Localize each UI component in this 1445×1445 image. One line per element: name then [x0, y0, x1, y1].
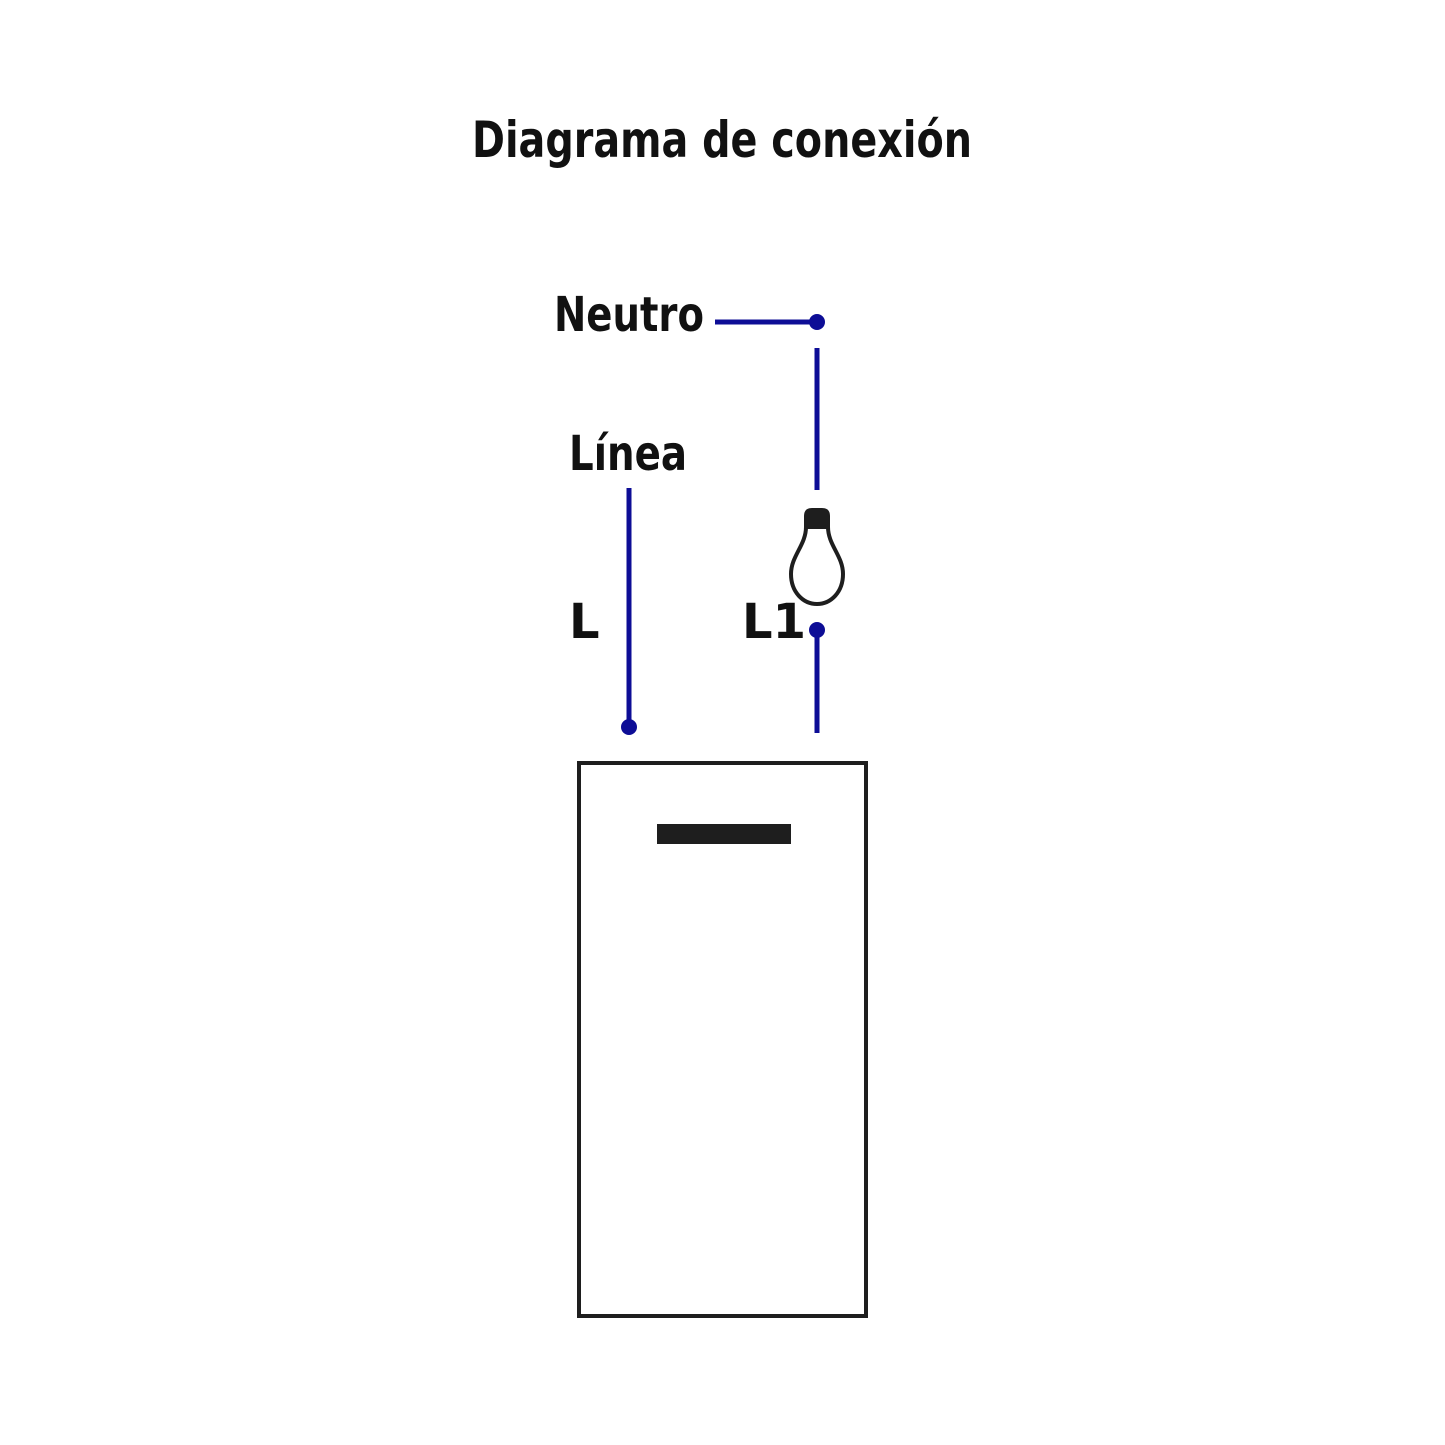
neutral-junction-dot — [809, 314, 825, 330]
switch-plate — [577, 761, 868, 1318]
line-terminal-dot — [621, 719, 637, 735]
diagram-title: Diagrama de conexión — [472, 111, 972, 169]
neutral-label: Neutro — [554, 287, 704, 343]
switch-indicator-bar — [657, 824, 791, 844]
terminal-l1-label: L1 — [742, 594, 806, 650]
light-bulb-icon — [788, 508, 846, 607]
terminal-l-label: L — [569, 594, 600, 650]
line-label: Línea — [569, 426, 687, 482]
l1-junction-dot — [809, 622, 825, 638]
